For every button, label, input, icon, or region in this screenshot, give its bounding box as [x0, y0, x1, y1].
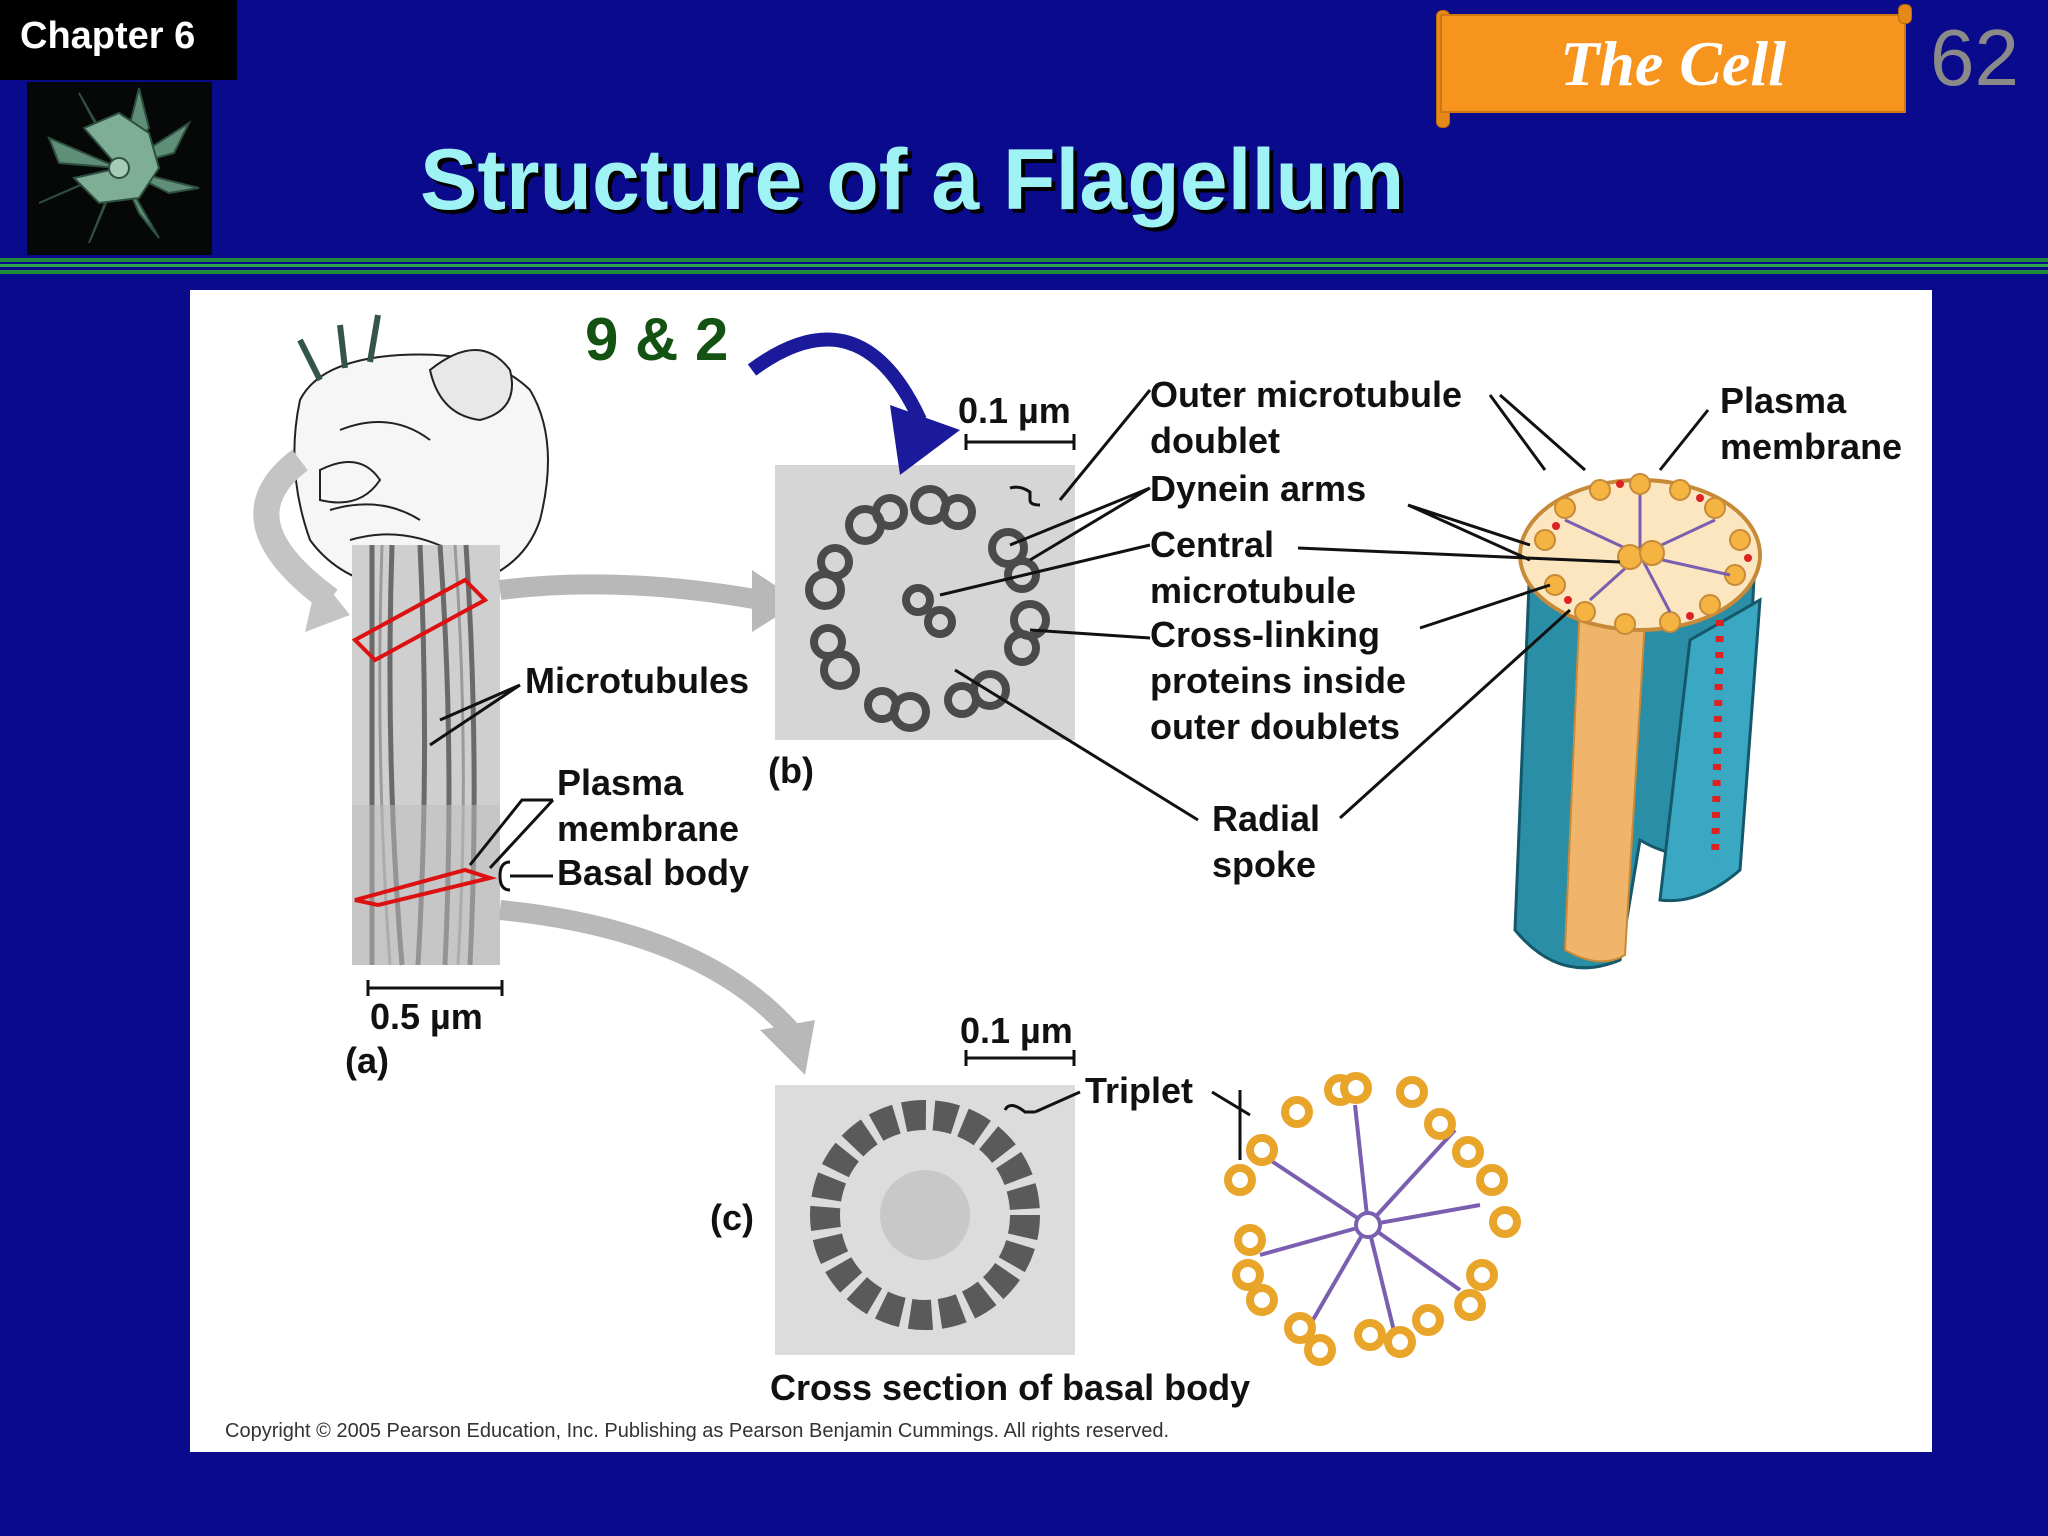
cell-sketch-icon: [293, 314, 549, 592]
annotation-arrow: [747, 332, 927, 423]
slide-title: Structure of a Flagellum: [420, 132, 1405, 228]
label-plasma-membrane-b-2: membrane: [1720, 426, 1903, 467]
scale-bar-c: [964, 1050, 1076, 1066]
arrow-cell-to-flagellum: [253, 449, 338, 611]
scale-bar-a: [366, 980, 504, 996]
arrow-to-b: [498, 574, 762, 610]
annotation-arrowhead: [890, 405, 960, 475]
label-radial-2: spoke: [1212, 844, 1317, 885]
label-plasma-membrane-a-2: membrane: [557, 808, 740, 849]
chapter-label: Chapter 6: [0, 0, 237, 80]
nine-and-two-annotation: 9 & 2: [585, 306, 729, 373]
copyright-notice: Copyright © 2005 Pearson Education, Inc.…: [225, 1420, 1170, 1442]
arrow-to-c: [499, 900, 798, 1037]
label-crosslink-2: proteins inside: [1150, 660, 1407, 701]
label-radial-1: Radial: [1212, 798, 1321, 839]
section-marker-basal: [354, 867, 498, 908]
label-basal-body: Basal body: [557, 852, 750, 893]
label-triplet: Triplet: [1085, 1070, 1194, 1111]
label-crosslink-1: Cross-linking: [1150, 614, 1381, 655]
flagellum-3d-illustration: [1513, 473, 1762, 970]
scale-label-c: 0.1 µm: [960, 1010, 1073, 1051]
basal-body-micrograph: [775, 1085, 1075, 1355]
header-divider-low: [0, 270, 2048, 274]
label-microtubules: Microtubules: [525, 660, 750, 701]
arrowhead-cell: [305, 575, 350, 632]
flagellum-cross-section-micrograph: [775, 465, 1075, 740]
label-plasma-membrane-b-1: Plasma: [1720, 380, 1847, 421]
label-crosslink-3: outer doublets: [1150, 706, 1400, 747]
succulent-plant-image: [27, 82, 212, 255]
label-dynein-arms: Dynein arms: [1150, 468, 1367, 509]
label-outer-doublet-2: doublet: [1150, 420, 1280, 461]
label-leader-lines: [429, 389, 1710, 1160]
section-banner: The Cell: [1440, 14, 1906, 113]
scale-label-b: 0.1 µm: [958, 390, 1071, 431]
basal-body-triplet-diagram: [1224, 1072, 1521, 1366]
panel-label-a: (a): [345, 1040, 389, 1081]
label-central-1: Central: [1150, 524, 1275, 565]
header-divider: [0, 258, 2048, 262]
header-divider-mid: [0, 264, 2048, 267]
scale-bar-b: [964, 434, 1076, 450]
slide-number: 62: [1930, 13, 2019, 102]
flagellum-micrograph: [352, 544, 500, 966]
caption-basal-body: Cross section of basal body: [770, 1367, 1251, 1408]
banner-scroll-right: [1898, 4, 1912, 24]
arrowhead-c: [760, 1020, 815, 1075]
section-marker-flagellum: [351, 577, 489, 663]
panel-label-c: (c): [710, 1197, 754, 1238]
scale-label-a: 0.5 µm: [370, 996, 483, 1037]
label-outer-doublet-1: Outer microtubule: [1150, 374, 1463, 415]
label-plasma-membrane-a-1: Plasma: [557, 762, 684, 803]
label-central-2: microtubule: [1150, 570, 1357, 611]
panel-label-b: (b): [768, 750, 814, 791]
